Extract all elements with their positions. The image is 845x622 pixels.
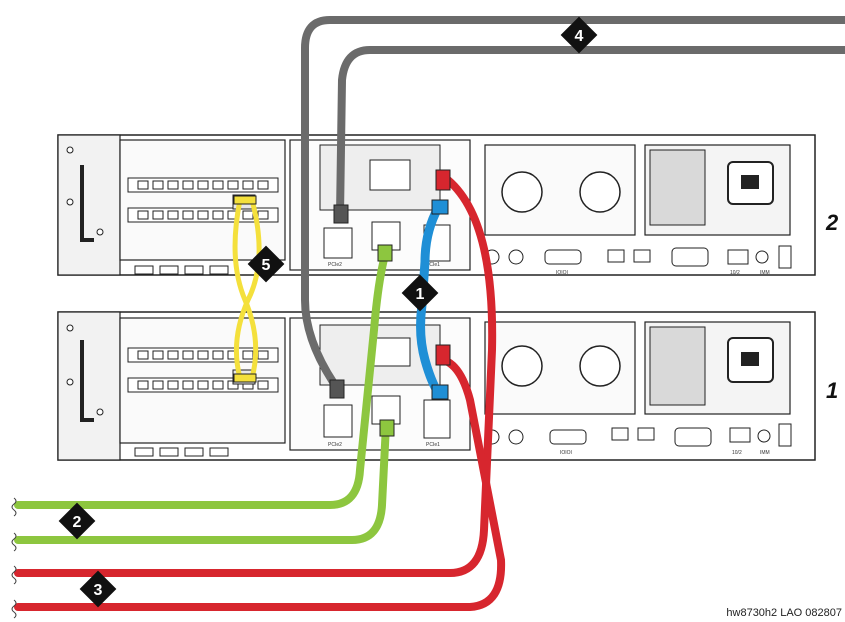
server-2-com-label: IOIOI bbox=[556, 270, 568, 276]
callout-1-number: 1 bbox=[416, 286, 425, 303]
blue-plug-server-1 bbox=[432, 385, 448, 399]
server-2-pcie2-port bbox=[324, 228, 352, 258]
callout-5-number: 5 bbox=[262, 257, 271, 274]
red-plug-server-2 bbox=[436, 170, 450, 190]
callout-4-number: 4 bbox=[575, 28, 584, 45]
server-2-label: 2 bbox=[825, 210, 839, 235]
green-plug-server-1 bbox=[380, 420, 394, 436]
server-1-com-label: IOIOI bbox=[560, 450, 572, 456]
server-2-eth-label: 10/2 bbox=[730, 270, 740, 276]
gray-plug-server-1 bbox=[330, 380, 344, 398]
callout-2-number: 2 bbox=[73, 514, 82, 531]
server-2-left-bracket bbox=[58, 135, 120, 275]
server-1-eth-label: 10/2 bbox=[732, 450, 742, 456]
server-1-label: 1 bbox=[826, 378, 838, 403]
server-1-pcie2-label: PCIe2 bbox=[328, 442, 342, 448]
server-1-pcie1-port bbox=[424, 400, 450, 438]
server-1-left-bracket bbox=[58, 312, 120, 460]
yellow-plug-server-2 bbox=[234, 196, 256, 204]
cable-end-marks bbox=[12, 498, 16, 618]
server-2-pcie2-label: PCIe2 bbox=[328, 262, 342, 268]
yellow-plug-server-1 bbox=[234, 374, 256, 382]
server-1-imm-label: IMM bbox=[760, 450, 770, 456]
callout-3-number: 3 bbox=[94, 582, 103, 599]
server-1-pcie1-label: PCIe1 bbox=[426, 442, 440, 448]
figure-reference: hw8730h2 LAO 082807 bbox=[726, 607, 842, 619]
gray-plug-server-2 bbox=[334, 205, 348, 223]
red-plug-server-1 bbox=[436, 345, 450, 365]
green-plug-server-2 bbox=[378, 245, 392, 261]
blue-plug-server-2 bbox=[432, 200, 448, 214]
callout-1: 1 bbox=[402, 275, 439, 312]
server-2-imm-label: IMM bbox=[760, 270, 770, 276]
server-1-pcie2-port bbox=[324, 405, 352, 437]
